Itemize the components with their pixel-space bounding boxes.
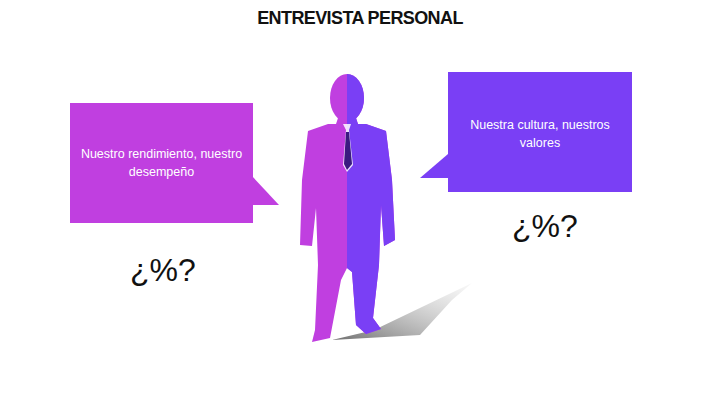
bubble-tail — [420, 154, 448, 178]
speech-bubble: Nuestro rendimiento, nuestro desempeño — [70, 103, 253, 223]
speech-bubble: Nuestra cultura, nuestros valores — [448, 72, 632, 192]
person-silhouette — [300, 74, 395, 342]
figure-shadow — [332, 283, 472, 340]
bubble-text: Nuestro rendimiento, nuestro desempeño — [80, 145, 243, 181]
percent-question: ¿%? — [130, 252, 196, 289]
percent-question: ¿%? — [512, 208, 578, 245]
bubble-text: Nuestra cultura, nuestros valores — [458, 116, 622, 152]
bubble-tail — [252, 176, 279, 205]
diagram-title: ENTREVISTA PERSONAL — [0, 8, 720, 29]
